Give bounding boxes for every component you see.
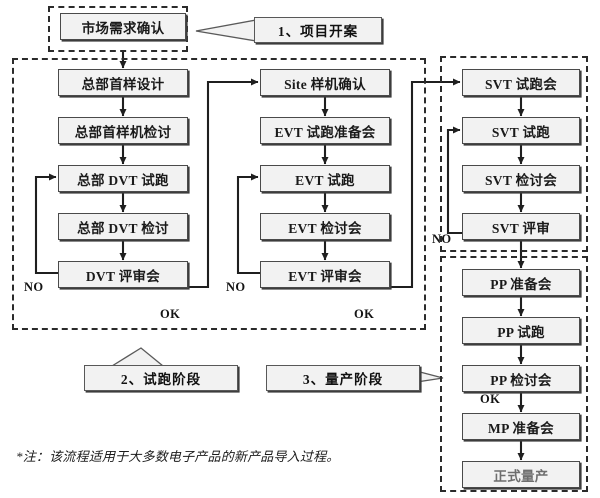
node-hq-first-sample-design[interactable]: 总部首样设计: [58, 69, 188, 96]
node-market-demand-confirmation[interactable]: 市场需求确认: [60, 13, 186, 40]
frame-project-initiation: [48, 6, 188, 52]
node-evt-review-meeting[interactable]: EVT 检讨会: [260, 213, 390, 240]
node-dvt-evaluation-meeting[interactable]: DVT 评审会: [58, 261, 188, 288]
phase-2-pointer: [109, 347, 165, 367]
node-svt-review-meeting[interactable]: SVT 检讨会: [462, 165, 580, 192]
node-site-sample-confirmation[interactable]: Site 样机确认: [260, 69, 390, 96]
node-pp-preparation-meeting[interactable]: PP 准备会: [462, 269, 580, 296]
node-svt-trial-run[interactable]: SVT 试跑: [462, 117, 580, 144]
edge-label-evt-no: NO: [226, 280, 246, 294]
node-formal-mass-production[interactable]: 正式量产: [462, 461, 580, 488]
node-mp-preparation-meeting[interactable]: MP 准备会: [462, 413, 580, 440]
node-hq-dvt-review[interactable]: 总部 DVT 检讨: [58, 213, 188, 240]
footnote-text: *注：该流程适用于大多数电子产品的新产品导入过程。: [16, 449, 340, 464]
node-pp-review-meeting[interactable]: PP 检讨会: [462, 365, 580, 392]
frame-trial-stage: [12, 58, 426, 330]
node-evt-evaluation-meeting[interactable]: EVT 评审会: [260, 261, 390, 288]
phase-1-pointer: [195, 19, 257, 42]
edge-label-pp-ok: OK: [480, 392, 501, 406]
node-svt-evaluation[interactable]: SVT 评审: [462, 213, 580, 240]
node-evt-trial-prep-meeting[interactable]: EVT 试跑准备会: [260, 117, 390, 144]
callout-phase-3[interactable]: 3、量产阶段: [266, 365, 420, 391]
edge-label-evt-ok: OK: [354, 307, 375, 321]
callout-phase-2[interactable]: 2、试跑阶段: [84, 365, 238, 391]
edge-label-dvt-no: NO: [24, 280, 44, 294]
node-evt-trial-run[interactable]: EVT 试跑: [260, 165, 390, 192]
edge-label-svt-no: NO: [432, 232, 452, 246]
node-pp-trial-run[interactable]: PP 试跑: [462, 317, 580, 344]
callout-phase-1[interactable]: 1、项目开案: [254, 17, 382, 43]
node-svt-trial-meeting[interactable]: SVT 试跑会: [462, 69, 580, 96]
edge-label-dvt-ok: OK: [160, 307, 181, 321]
node-hq-dvt-trial-run[interactable]: 总部 DVT 试跑: [58, 165, 188, 192]
node-hq-first-sample-review[interactable]: 总部首样机检讨: [58, 117, 188, 144]
